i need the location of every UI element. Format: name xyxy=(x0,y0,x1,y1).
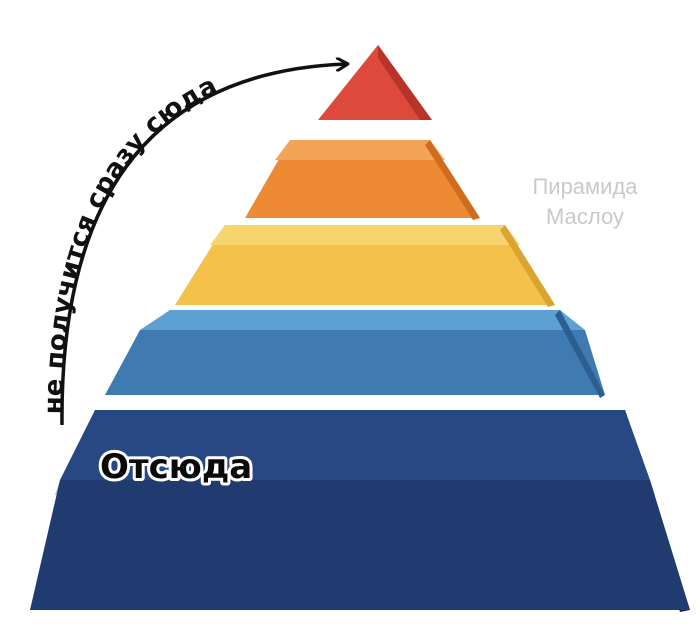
watermark: Пирамида Маслоу xyxy=(510,172,660,232)
pyramid-level-3 xyxy=(175,225,555,307)
curved-arrow xyxy=(60,64,346,426)
level-5-face xyxy=(318,45,432,120)
pyramid-level-5 xyxy=(318,45,432,120)
watermark-line-2: Маслоу xyxy=(546,204,624,229)
pyramid-level-1 xyxy=(30,410,690,612)
pyramid-level-4 xyxy=(245,140,480,220)
watermark-line-1: Пирамида xyxy=(532,174,638,199)
base-label: Отсюда xyxy=(100,447,252,487)
pyramid-level-2 xyxy=(105,310,605,398)
